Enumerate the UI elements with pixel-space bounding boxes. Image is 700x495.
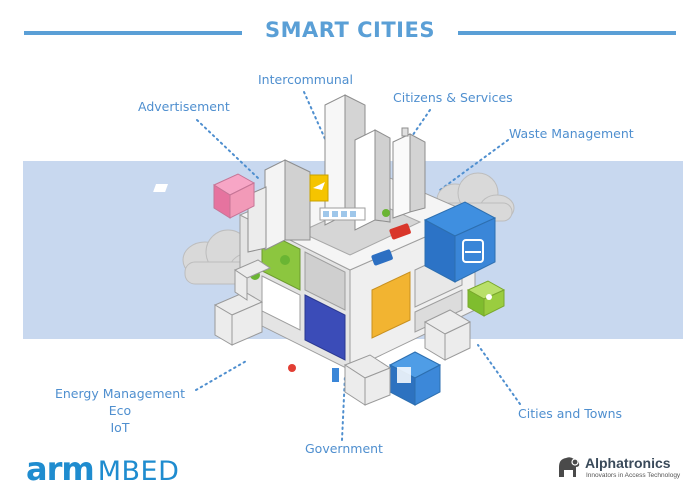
arm-wordmark: arm (26, 450, 95, 488)
floating-block-waste (466, 280, 506, 317)
rooftop-details (250, 174, 411, 280)
building-cluster-right (423, 309, 472, 361)
leader-advertisement (196, 119, 259, 179)
leader-intercommunal (303, 91, 331, 151)
mbed-wordmark: MBED (97, 456, 180, 487)
title-line-right (458, 31, 676, 35)
ram-icon (559, 457, 580, 477)
page-title: SMART CITIES (265, 18, 435, 42)
alphatronics-tagline: Innovators in Access Technology (586, 472, 681, 479)
label-waste-management: Waste Management (509, 126, 634, 141)
floating-block-qr (388, 351, 442, 406)
label-government: Government (305, 441, 383, 456)
label-energy-block: Energy Management Eco IoT (30, 385, 210, 436)
phone-booth (332, 368, 339, 382)
floating-block-advertisement (153, 173, 256, 219)
leader-energy (195, 359, 249, 391)
title-line-left (24, 31, 242, 35)
alphatronics-name: Alphatronics (585, 455, 671, 471)
building-cluster-left (213, 259, 272, 346)
label-citizens-services: Citizens & Services (393, 90, 513, 105)
label-energy-management: Energy Management (54, 386, 186, 401)
floating-block-services (423, 201, 497, 283)
label-cities-towns: Cities and Towns (518, 406, 623, 421)
skyscrapers (247, 94, 426, 253)
label-intercommunal: Intercommunal (258, 72, 353, 87)
alphatronics-logo: Alphatronics Innovators in Access Techno… (555, 453, 695, 489)
building-cluster-bottom (343, 354, 392, 406)
no-entry-sign (288, 364, 296, 372)
label-eco: Eco (108, 403, 132, 418)
label-advertisement: Advertisement (138, 99, 230, 114)
leader-cities (477, 344, 521, 405)
label-iot: IoT (110, 420, 130, 435)
